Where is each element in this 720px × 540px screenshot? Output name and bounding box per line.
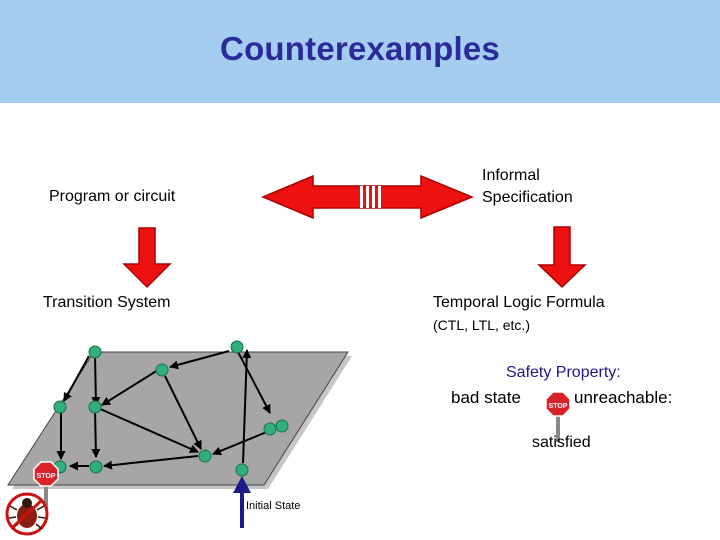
bad-state-label: bad state bbox=[451, 388, 521, 407]
state-node bbox=[198, 449, 212, 463]
state-node bbox=[155, 363, 169, 377]
informal-label: Informal bbox=[482, 167, 540, 184]
temporal-logic-label: Temporal Logic Formula bbox=[433, 294, 605, 311]
state-node bbox=[275, 419, 289, 433]
program-or-circuit-label: Program or circuit bbox=[49, 188, 176, 205]
title-bar bbox=[0, 0, 720, 103]
transition-system-label: Transition System bbox=[43, 294, 171, 311]
bug-icon bbox=[5, 492, 49, 536]
state-node bbox=[53, 400, 67, 414]
stop-sign-inline-icon: STOP bbox=[545, 391, 571, 442]
specification-label: Specification bbox=[482, 189, 573, 206]
transition-edges bbox=[56, 349, 275, 471]
slide-title: Counterexamples bbox=[220, 30, 500, 67]
initial-state-arrow-icon bbox=[233, 476, 251, 528]
state-node bbox=[230, 340, 244, 354]
ctl-ltl-label: (CTL, LTL, etc.) bbox=[433, 317, 530, 333]
stop-sign-text: STOP bbox=[37, 473, 56, 480]
down-arrow-right-icon bbox=[537, 226, 587, 289]
down-arrow-left-icon bbox=[122, 227, 172, 289]
state-nodes bbox=[53, 340, 289, 477]
stop-sign-icon: STOP bbox=[33, 461, 59, 509]
state-node bbox=[88, 400, 102, 414]
state-node bbox=[88, 345, 102, 359]
state-node bbox=[263, 422, 277, 436]
initial-state-label: Initial State bbox=[246, 500, 301, 512]
unreachable-label: unreachable: bbox=[574, 388, 673, 407]
stop-sign-inline-text: STOP bbox=[549, 403, 568, 410]
state-node bbox=[235, 463, 249, 477]
safety-property-label: Safety Property: bbox=[506, 364, 621, 381]
double-red-arrow-icon bbox=[261, 174, 474, 220]
satisfied-label: satisfied bbox=[532, 434, 591, 451]
state-node bbox=[89, 460, 103, 474]
